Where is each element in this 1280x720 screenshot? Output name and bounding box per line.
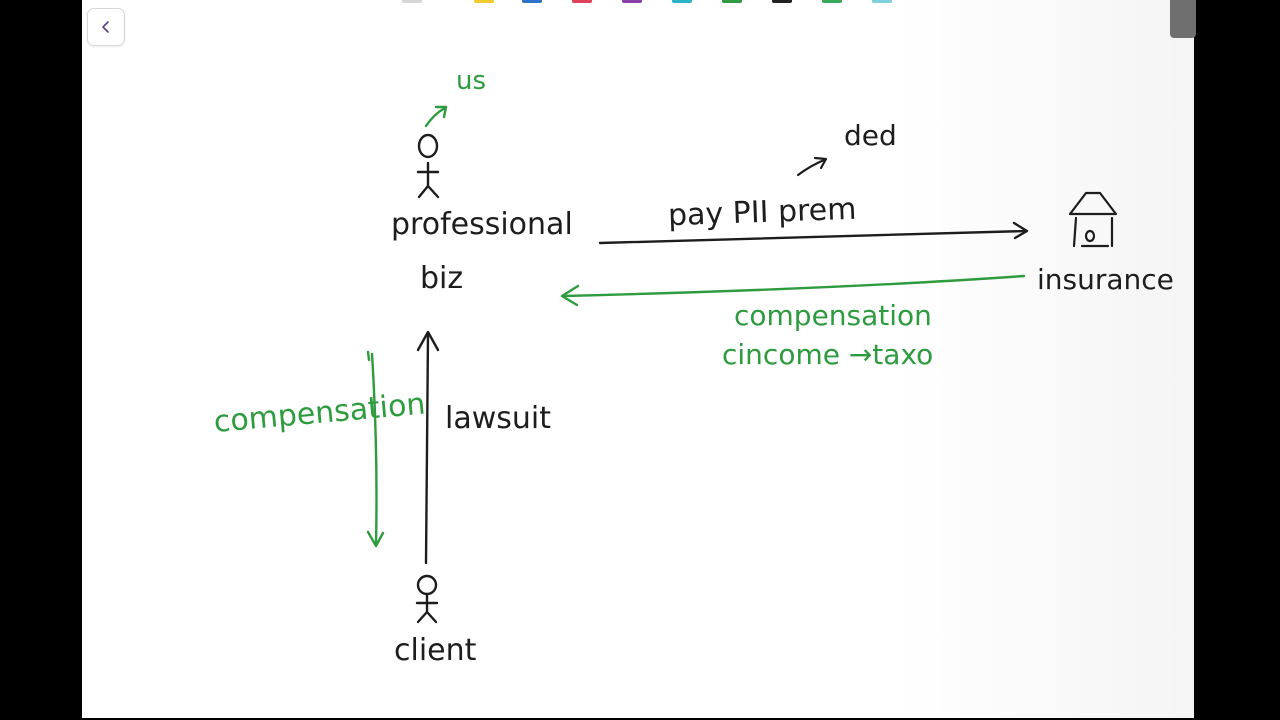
- house-icon: [1068, 191, 1118, 248]
- swatch-black[interactable]: [772, 0, 792, 3]
- swatch-green[interactable]: [722, 0, 742, 3]
- swatch-purple[interactable]: [622, 0, 642, 3]
- compensation-arrow: [560, 274, 1026, 307]
- chevron-left-icon: [102, 21, 109, 33]
- note-pay-pii-prem: pay PII prem: [667, 191, 857, 234]
- us-arrow: [424, 105, 448, 128]
- swatch-blue[interactable]: [522, 0, 542, 3]
- swatch-gray[interactable]: [402, 0, 422, 3]
- handwritten-notes: us ded professional biz pay PII prem ins…: [82, 0, 1194, 718]
- note-insurance: insurance: [1037, 263, 1174, 296]
- swatch-cyan[interactable]: [672, 0, 692, 3]
- note-us: us: [456, 66, 487, 96]
- note-income-taxed: cincome →taxo: [722, 338, 934, 371]
- premium-arrow: [598, 221, 1029, 245]
- person-figure-top: [416, 133, 440, 199]
- note-professional: professional: [391, 207, 573, 242]
- client-compensation-arrow: [366, 350, 385, 548]
- note-biz: biz: [420, 261, 464, 296]
- note-compensation-right: compensation: [734, 299, 932, 332]
- swatch-emerald[interactable]: [822, 0, 842, 3]
- lawsuit-arrow: [416, 330, 440, 565]
- back-button[interactable]: [87, 8, 125, 46]
- ded-arrow: [796, 156, 828, 177]
- ink-strokes: [366, 105, 1118, 624]
- note-client: client: [394, 633, 477, 668]
- person-figure-bottom: [415, 574, 439, 624]
- swatch-teal[interactable]: [872, 0, 892, 3]
- swatch-yellow[interactable]: [474, 0, 494, 3]
- color-swatch-bar: [82, 0, 1194, 3]
- swatch-red[interactable]: [572, 0, 592, 3]
- note-lawsuit: lawsuit: [445, 401, 551, 436]
- note-ded: ded: [844, 119, 897, 152]
- top-right-handle[interactable]: [1170, 0, 1196, 38]
